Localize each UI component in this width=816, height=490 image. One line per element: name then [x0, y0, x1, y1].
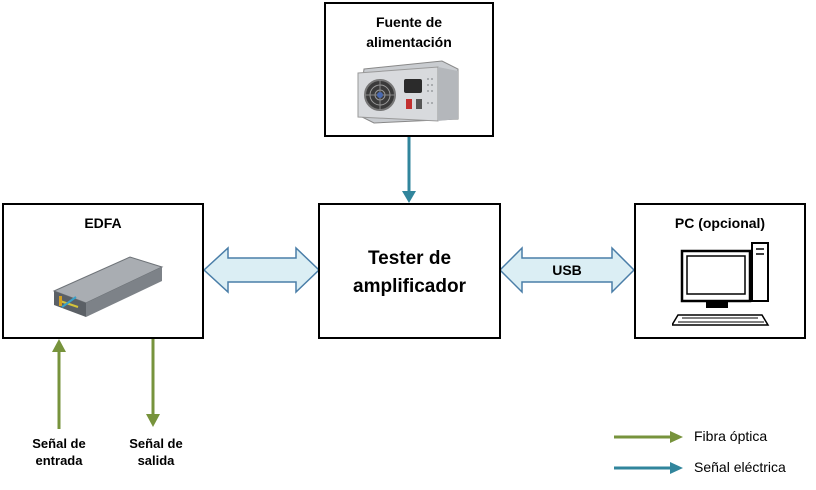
edfa-tester-double-arrow	[202, 246, 321, 294]
output-signal-arrow	[146, 339, 160, 427]
power-supply-box: Fuente de alimentación	[324, 2, 494, 137]
input-signal-label-line1: Señal de	[32, 436, 86, 451]
pc-title: PC (opcional)	[674, 215, 766, 231]
power-supply-icon	[357, 60, 459, 124]
input-signal-label: Señal de entrada	[14, 435, 104, 469]
output-signal-label: Señal de salida	[111, 435, 201, 469]
tester-title: Tester de amplificador	[320, 245, 499, 301]
output-signal-label-line1: Señal de	[129, 436, 183, 451]
power-to-tester-arrow	[402, 137, 416, 203]
edfa-box: EDFA	[2, 203, 204, 339]
pc-box: PC (opcional)	[634, 203, 806, 339]
legend-electric-arrow	[614, 462, 683, 474]
input-signal-arrow	[52, 339, 66, 429]
legend-fiber-arrow	[614, 431, 683, 443]
input-signal-label-line2: entrada	[35, 453, 83, 468]
power-supply-title: Fuente de alimentación	[326, 12, 492, 52]
legend-fiber-label: Fibra óptica	[694, 428, 768, 444]
edfa-title: EDFA	[84, 215, 122, 231]
power-supply-title-line1: Fuente de	[375, 14, 443, 30]
tester-box: Tester de amplificador	[318, 203, 501, 339]
computer-icon	[672, 242, 770, 326]
tester-title-line2: amplificador	[353, 276, 466, 297]
output-signal-label-line2: salida	[137, 453, 175, 468]
edfa-module-icon	[52, 256, 164, 317]
usb-label: USB	[552, 262, 582, 278]
power-supply-title-line2: alimentación	[366, 34, 452, 50]
tester-title-line1: Tester de	[367, 248, 452, 269]
legend-electric-label: Señal eléctrica	[694, 459, 786, 475]
